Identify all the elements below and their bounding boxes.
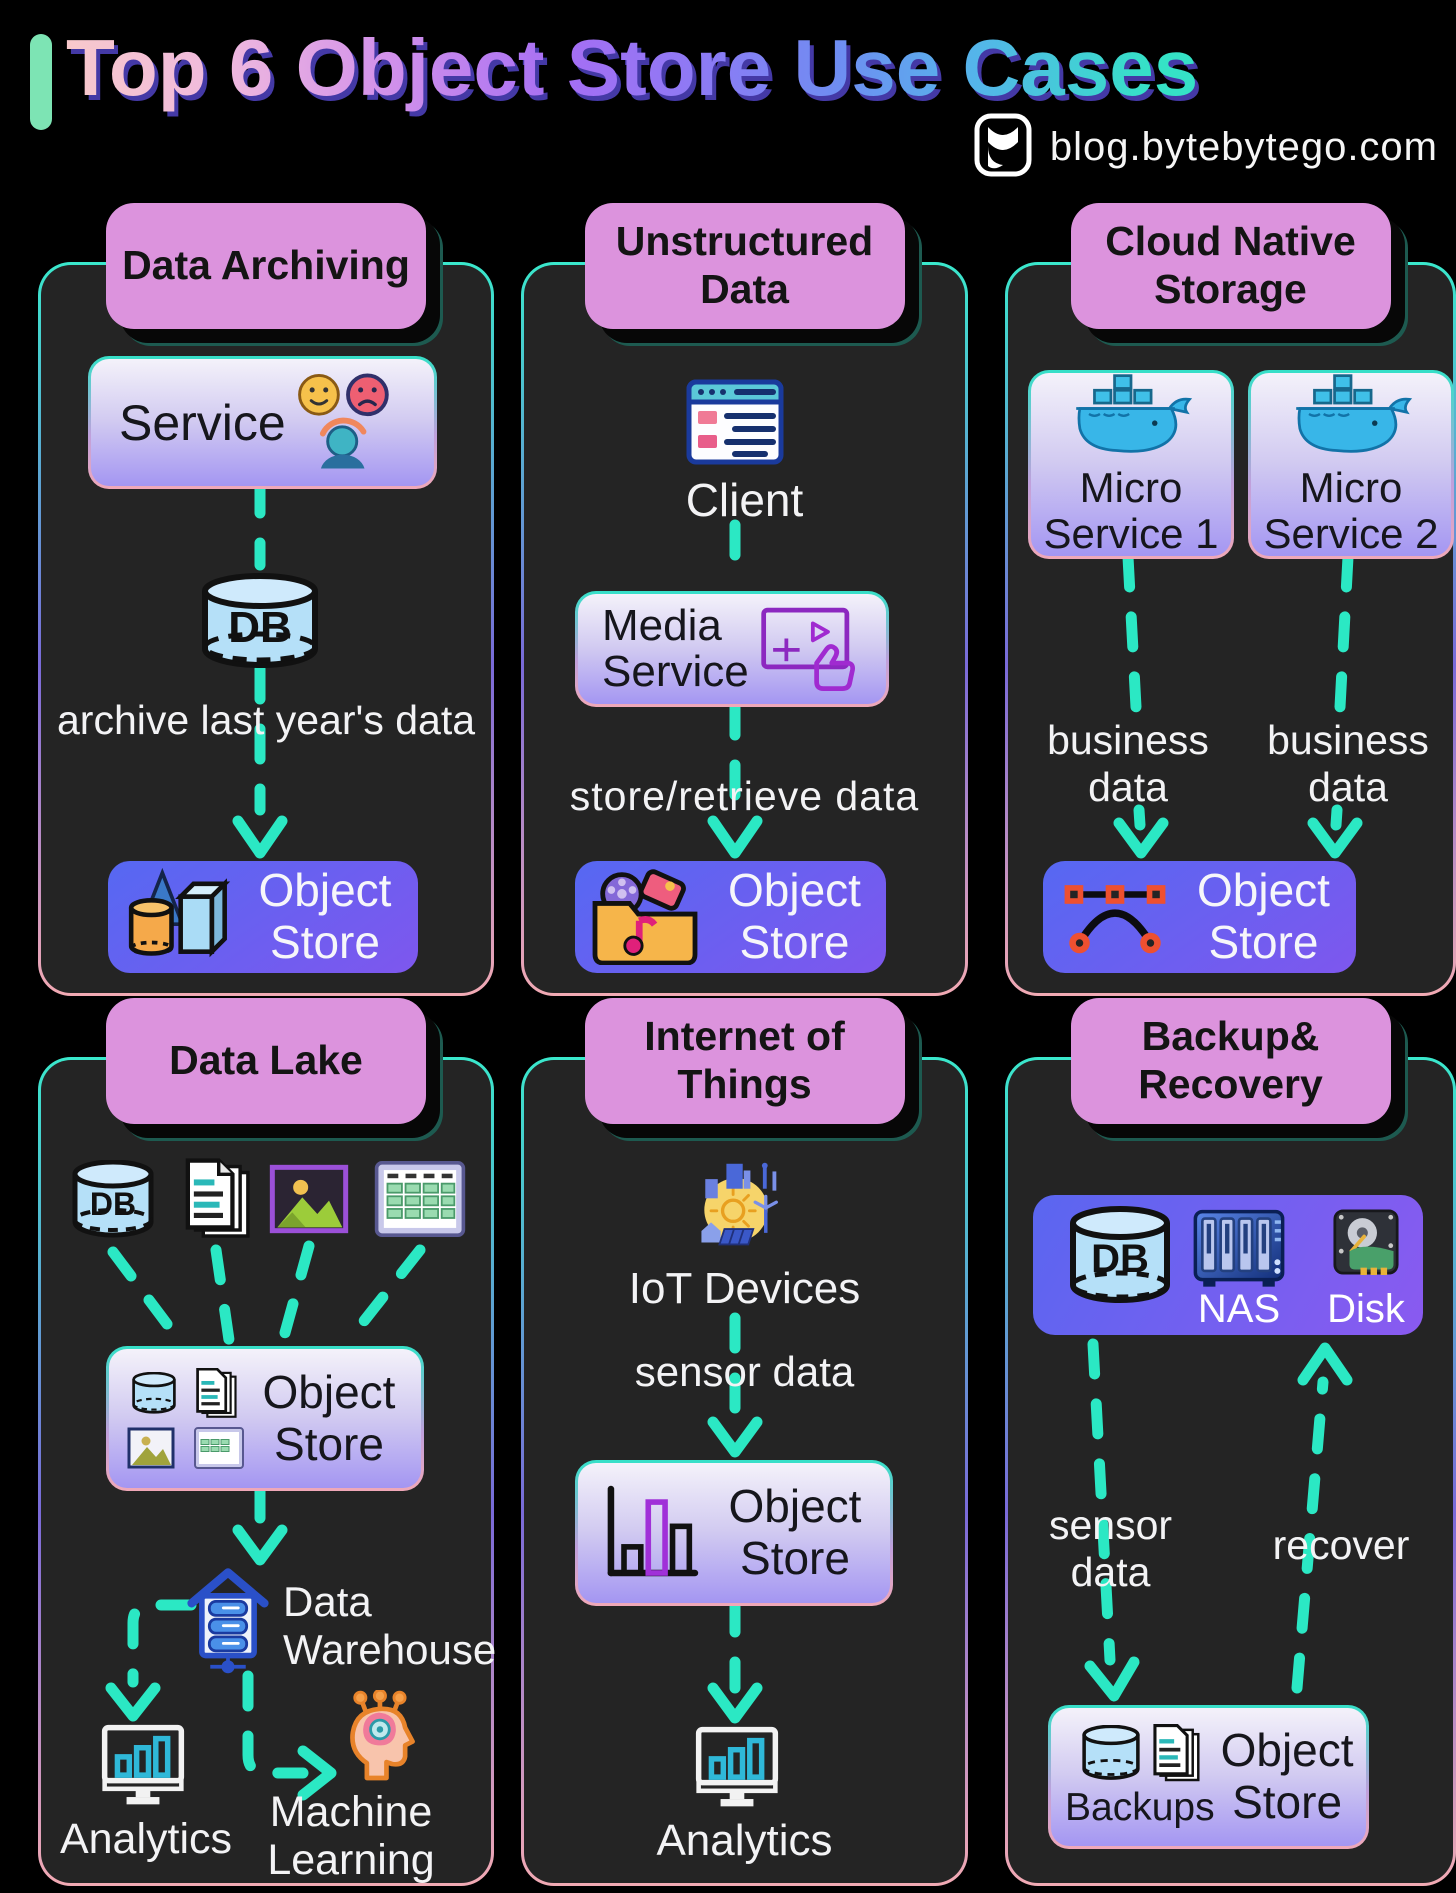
media-folder-icon <box>587 865 703 970</box>
micro-service-2-node: Micro Service 2 <box>1248 370 1454 559</box>
object-store-label: Object Store <box>1197 864 1330 968</box>
flow-arrows <box>707 519 763 859</box>
storage-shapes-icon <box>122 867 232 968</box>
db-source-node: DB <box>68 1159 158 1242</box>
service-label: Service <box>119 394 286 451</box>
db-label: DB <box>89 1186 137 1222</box>
ml-label: Machine Learning <box>267 1788 435 1885</box>
edge-note: archive last year's data <box>56 697 476 743</box>
edge-label: business data <box>1047 717 1209 811</box>
users-faces-icon <box>286 370 412 475</box>
panel-data-archiving: Data Archiving Service <box>38 203 494 996</box>
object-store-node: Object Store <box>575 861 886 973</box>
database-node: DB <box>1065 1205 1175 1309</box>
flow-arrows <box>1113 551 1363 859</box>
data-warehouse-icon <box>186 1565 270 1682</box>
vector-curve-icon <box>1059 869 1171 966</box>
service-node: Service <box>88 356 437 489</box>
disk-label: Disk <box>1327 1287 1405 1331</box>
edge-label: business data <box>1267 717 1429 811</box>
object-store-node: Object Store <box>1043 861 1356 973</box>
iot-devices-label: IoT Devices <box>628 1264 861 1313</box>
panel-title-badge: Internet of Things <box>584 998 905 1124</box>
database-node: DB <box>195 573 325 669</box>
object-store-label: Object Store <box>258 864 392 968</box>
documents-icon <box>1153 1724 1200 1782</box>
analytics-icon <box>693 1726 781 1815</box>
recover-edge-label: recover <box>1272 1522 1410 1568</box>
disk-icon <box>1333 1209 1399 1280</box>
machine-learning-icon <box>337 1688 421 1787</box>
micro-service-1-node: Micro Service 1 <box>1028 370 1234 559</box>
media-service-label: Media Service <box>602 600 749 696</box>
bytebytego-logo-icon <box>972 112 1034 183</box>
table-source-icon <box>373 1158 467 1245</box>
documents-source-icon <box>181 1156 253 1249</box>
object-store-node: Object Store <box>108 861 418 973</box>
docker-whale-icon <box>1067 372 1195 461</box>
object-store-node: Object Store <box>575 1460 893 1606</box>
object-store-label: Object Store <box>1220 1724 1354 1828</box>
backup-edge-label: sensor data <box>1048 1502 1173 1595</box>
nas-icon <box>1191 1207 1287 1298</box>
media-player-icon <box>758 603 862 696</box>
panel-cloud-native-storage: Cloud Native Storage <box>1005 203 1456 996</box>
panel-title-badge: Cloud Native Storage <box>1070 203 1391 329</box>
warehouse-label: Data Warehouse <box>283 1578 497 1674</box>
brand-url: blog.bytebytego.com <box>1049 125 1438 169</box>
analytics-label: Analytics <box>656 1816 833 1865</box>
flow-arrows <box>707 1312 763 1724</box>
client-browser-icon <box>685 377 785 472</box>
panel-data-lake: Data Lake DB <box>38 998 497 1886</box>
backups-group: Backups <box>1065 1724 1215 1830</box>
flow-arrows <box>1084 1338 1353 1702</box>
flow-arrows <box>232 477 288 859</box>
panel-title-badge: Data Lake <box>106 998 426 1124</box>
panel-internet-of-things: Internet of Things <box>521 998 968 1886</box>
panel-backup-recovery: Backup& Recovery DB <box>1005 998 1456 1886</box>
image-source-icon <box>269 1162 349 1241</box>
backup-sources-node: DB <box>1033 1195 1423 1335</box>
object-store-node: Object Store <box>106 1346 424 1491</box>
backups-label: Backups <box>1065 1786 1215 1829</box>
panel-title-badge: Backup& Recovery <box>1070 998 1391 1124</box>
nas-label: NAS <box>1197 1287 1281 1331</box>
client-label: Client <box>685 474 804 526</box>
object-store-label: Object Store <box>262 1365 396 1470</box>
docker-whale-icon <box>1287 372 1415 461</box>
media-service-node: Media Service <box>575 591 889 707</box>
analytics-icon <box>99 1724 187 1813</box>
brand: blog.bytebytego.com <box>972 112 1438 183</box>
iot-devices-icon <box>688 1158 784 1259</box>
micro-service-1-label: Micro Service 1 <box>1043 463 1219 557</box>
db-label: DB <box>228 603 292 652</box>
db-cylinder-icon <box>1082 1725 1140 1780</box>
flow-arrows <box>105 1240 426 1801</box>
edge-note: store/retrieve data <box>569 773 920 819</box>
panel-title-badge: Data Archiving <box>106 203 426 329</box>
panel-unstructured-data: Unstructured Data <box>521 203 968 996</box>
panel-title-badge: Unstructured Data <box>584 203 905 329</box>
page-title: Top 6 Object Store Use Cases <box>66 23 1199 112</box>
object-store-label: Object Store <box>728 864 861 968</box>
edge-label: sensor data <box>634 1348 855 1395</box>
db-label: DB <box>1091 1237 1149 1281</box>
bar-chart-icon <box>596 1479 708 1588</box>
title-accent-bar <box>30 34 52 130</box>
micro-service-2-label: Micro Service 2 <box>1263 463 1439 557</box>
object-store-mini-icons <box>125 1367 245 1470</box>
object-store-label: Object Store <box>728 1480 862 1584</box>
analytics-label: Analytics <box>59 1815 233 1863</box>
object-store-node: Backups Object Store <box>1048 1705 1369 1849</box>
